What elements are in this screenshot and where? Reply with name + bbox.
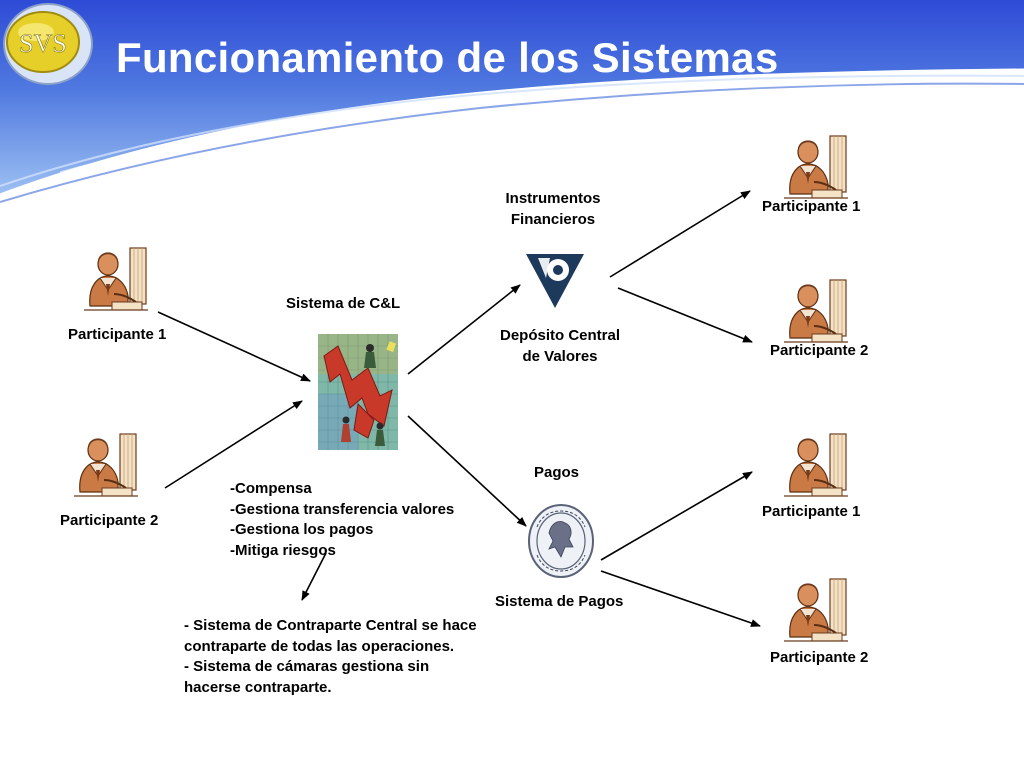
left-participant-1-label: Participante 1 — [68, 326, 167, 343]
dcv-label-line2: de Valores — [522, 348, 598, 365]
payments-participant-2-label: Participante 2 — [770, 649, 869, 666]
securities-participant-2-label: Participante 2 — [770, 342, 869, 359]
cl-system-label: Sistema de C&L — [286, 295, 401, 312]
note-item: - Sistema de cámaras gestiona sin hacers… — [184, 658, 430, 696]
slide-title: Funcionamiento de los Sistemas — [116, 34, 779, 81]
worker-icon — [783, 279, 849, 343]
left-participant-2-label: Participante 2 — [60, 512, 159, 529]
svs-logo-text: SVS — [19, 29, 67, 58]
payments-participant-1-label: Participante 1 — [762, 503, 861, 520]
function-item: -Compensa — [230, 480, 312, 497]
central-bank-seal-icon — [528, 504, 594, 578]
cl-functions-list: -Compensa -Gestiona transferencia valore… — [230, 479, 454, 561]
counterparty-notes: - Sistema de Contraparte Central se hace… — [184, 616, 484, 698]
payment-system-label: Sistema de Pagos — [495, 593, 624, 610]
dcv-logo-icon — [526, 254, 584, 308]
note-item: - Sistema de Contraparte Central se hace… — [184, 617, 477, 655]
function-item: -Mitiga riesgos — [230, 541, 336, 559]
arrow-pay-to-p1 — [600, 471, 753, 561]
dcv-label: Depósito Central de Valores — [489, 325, 631, 367]
arrow-p1-to-cl — [157, 311, 311, 382]
worker-icon — [783, 135, 849, 199]
securities-participant-1-label: Participante 1 — [762, 198, 861, 215]
falling-chart-icon — [318, 334, 398, 450]
payments-label: Pagos — [534, 464, 580, 481]
worker-icon — [83, 247, 149, 311]
worker-icon — [783, 578, 849, 642]
arrow-dcv-to-p2 — [617, 287, 753, 343]
worker-icon — [73, 433, 139, 497]
instruments-label: Instrumentos Financieros — [493, 188, 613, 230]
function-item: -Gestiona transferencia valores — [230, 500, 455, 518]
arrow-pay-to-p2 — [600, 570, 761, 627]
function-item: -Gestiona los pagos — [230, 521, 374, 538]
dcv-label-line1: Depósito Central — [499, 327, 620, 344]
worker-icon — [783, 433, 849, 497]
svs-logo: SVS — [3, 3, 93, 85]
instruments-label-line1: Instrumentos — [505, 190, 601, 207]
arrow-p2-to-cl — [164, 400, 303, 489]
header-background — [0, 0, 1024, 203]
instruments-label-line2: Financieros — [510, 211, 596, 228]
